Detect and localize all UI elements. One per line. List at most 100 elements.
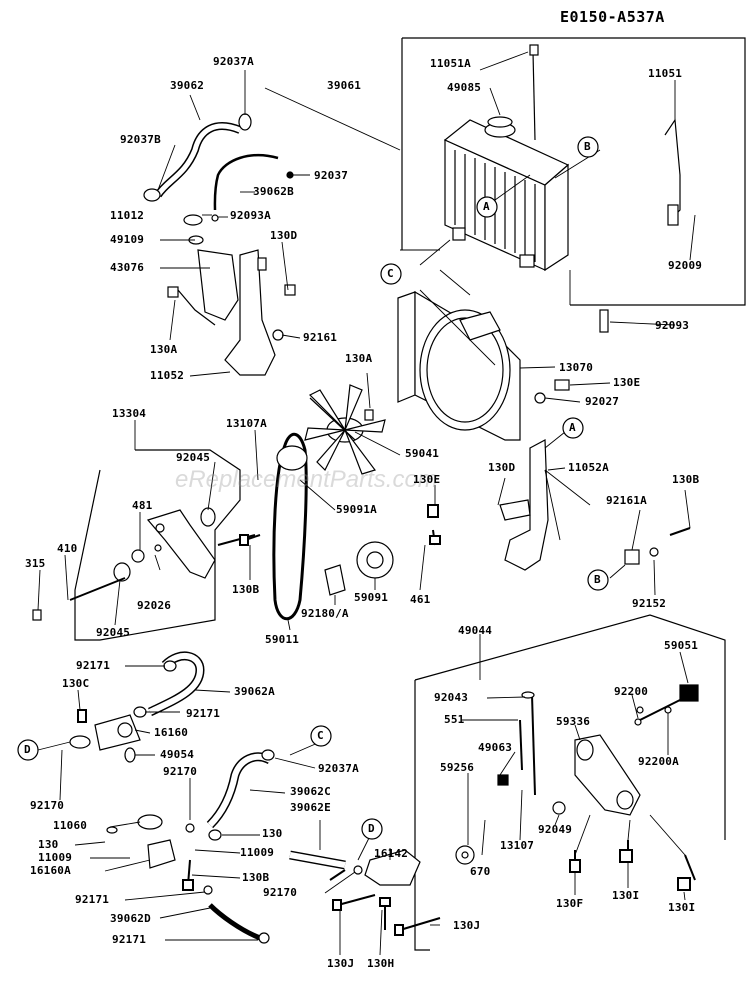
callout-c-radiator: C (387, 267, 394, 280)
part-label-92200A: 92200A (638, 755, 679, 768)
part-label-43076: 43076 (110, 261, 145, 274)
part-label-130H: 130H (367, 957, 395, 970)
radiator (443, 119, 570, 272)
part-label-49063: 49063 (478, 741, 513, 754)
callout-d-hose: D (368, 822, 375, 835)
part-label-16142: 16142 (374, 847, 409, 860)
part-label-11009-left: 11009 (38, 851, 73, 864)
part-label-92037B: 92037B (120, 133, 161, 146)
part-label-92170-b: 92170 (263, 886, 298, 899)
part-label-92045-bot: 92045 (96, 626, 131, 639)
part-label-39062A: 39062A (234, 685, 275, 698)
part-label-130I-b: 130I (668, 901, 696, 914)
diagram-code: E0150-A537A (560, 8, 665, 26)
fan-drive-housing (552, 734, 641, 816)
part-label-11051A: 11051A (430, 57, 471, 70)
callout-a-bracket: A (569, 421, 576, 434)
drain-plug (529, 44, 539, 141)
part-label-130D-top: 130D (270, 229, 298, 242)
part-label-130-mid: 130 (262, 827, 283, 840)
part-label-130A-mid: 130A (345, 352, 373, 365)
tensioner-arm (32, 507, 256, 621)
cushion-block (624, 527, 691, 565)
cooling-fan (304, 384, 386, 475)
part-label-461: 461 (410, 593, 431, 606)
part-label-49109: 49109 (110, 233, 145, 246)
part-label-11052: 11052 (150, 369, 185, 382)
part-label-92093: 92093 (655, 319, 690, 332)
part-label-130E-mid: 130E (413, 473, 441, 486)
spacer-plate (324, 564, 346, 596)
lower-hose-c-inner (207, 753, 272, 828)
part-label-130A-left: 130A (150, 343, 178, 356)
part-label-92200: 92200 (614, 685, 649, 698)
part-label-59091: 59091 (354, 591, 389, 604)
part-label-59011: 59011 (265, 633, 300, 646)
part-label-130B-mid: 130B (232, 583, 260, 596)
part-label-39062B: 39062B (253, 185, 294, 198)
rubber-cushion (599, 309, 609, 333)
thermostat-group-box (414, 614, 726, 840)
part-label-92170-a: 92170 (163, 765, 198, 778)
part-label-59091A: 59091A (336, 503, 377, 516)
callout-circles (17, 136, 609, 840)
part-label-481: 481 (132, 499, 153, 512)
crank-pulley (276, 445, 308, 471)
lower-hose-a-inner (148, 653, 204, 715)
radiator-cap (484, 116, 516, 138)
part-label-59256: 59256 (440, 761, 475, 774)
callout-c-hose: C (317, 729, 324, 742)
part-label-16160A: 16160A (30, 864, 71, 877)
part-label-92170-left: 92170 (30, 799, 65, 812)
part-label-49085: 49085 (447, 81, 482, 94)
part-label-11012: 11012 (110, 209, 145, 222)
part-label-59041: 59041 (405, 447, 440, 460)
thermostat-housing (69, 714, 176, 869)
part-label-92093A: 92093A (230, 209, 271, 222)
part-label-92037A-mid: 92037A (318, 762, 359, 775)
part-label-13070: 13070 (559, 361, 594, 374)
part-label-92171-d: 92171 (112, 933, 147, 946)
radiator-group-bracket (402, 37, 746, 306)
hub-parts (497, 691, 536, 796)
part-label-92161: 92161 (303, 331, 338, 344)
part-label-13107: 13107 (500, 839, 535, 852)
fan-pulley (356, 541, 394, 579)
watermark: eReplacementParts.com (175, 466, 438, 493)
part-label-92037A-top: 92037A (213, 55, 254, 68)
fan-shroud (397, 290, 521, 441)
stay-bracket (499, 439, 549, 571)
part-label-39062E: 39062E (290, 801, 331, 814)
part-label-92171-a: 92171 (76, 659, 111, 672)
part-label-92180A: 92180/A (301, 607, 349, 620)
part-label-315: 315 (25, 557, 46, 570)
bolts (77, 504, 696, 936)
callout-d-housing: D (24, 743, 31, 756)
callout-b-radiator: B (584, 140, 591, 153)
callout-a-radiator: A (483, 200, 490, 213)
part-label-130C: 130C (62, 677, 90, 690)
leader-lines (37, 51, 696, 956)
part-label-39062C: 39062C (290, 785, 331, 798)
part-label-92037: 92037 (314, 169, 349, 182)
part-label-11060: 11060 (53, 819, 88, 832)
small-hose-d (208, 903, 261, 941)
part-label-130D-mid: 130D (488, 461, 516, 474)
callout-b-cushion: B (594, 573, 601, 586)
part-label-13304: 13304 (112, 407, 147, 420)
part-label-92161A: 92161A (606, 494, 647, 507)
water-pump-body (329, 849, 421, 886)
part-label-670: 670 (470, 865, 491, 878)
upper-hose-inner (155, 123, 241, 197)
part-label-130E-top: 130E (613, 376, 641, 389)
part-label-130I-a: 130I (612, 889, 640, 902)
part-label-92152: 92152 (632, 597, 667, 610)
part-label-130B-right: 130B (672, 473, 700, 486)
part-label-92027: 92027 (585, 395, 620, 408)
part-label-92026: 92026 (137, 599, 172, 612)
water-pump-group-bracket (414, 680, 430, 951)
part-label-130-left: 130 (38, 838, 59, 851)
part-label-92171-b: 92171 (186, 707, 221, 720)
bypass-hose-inner (289, 852, 346, 868)
